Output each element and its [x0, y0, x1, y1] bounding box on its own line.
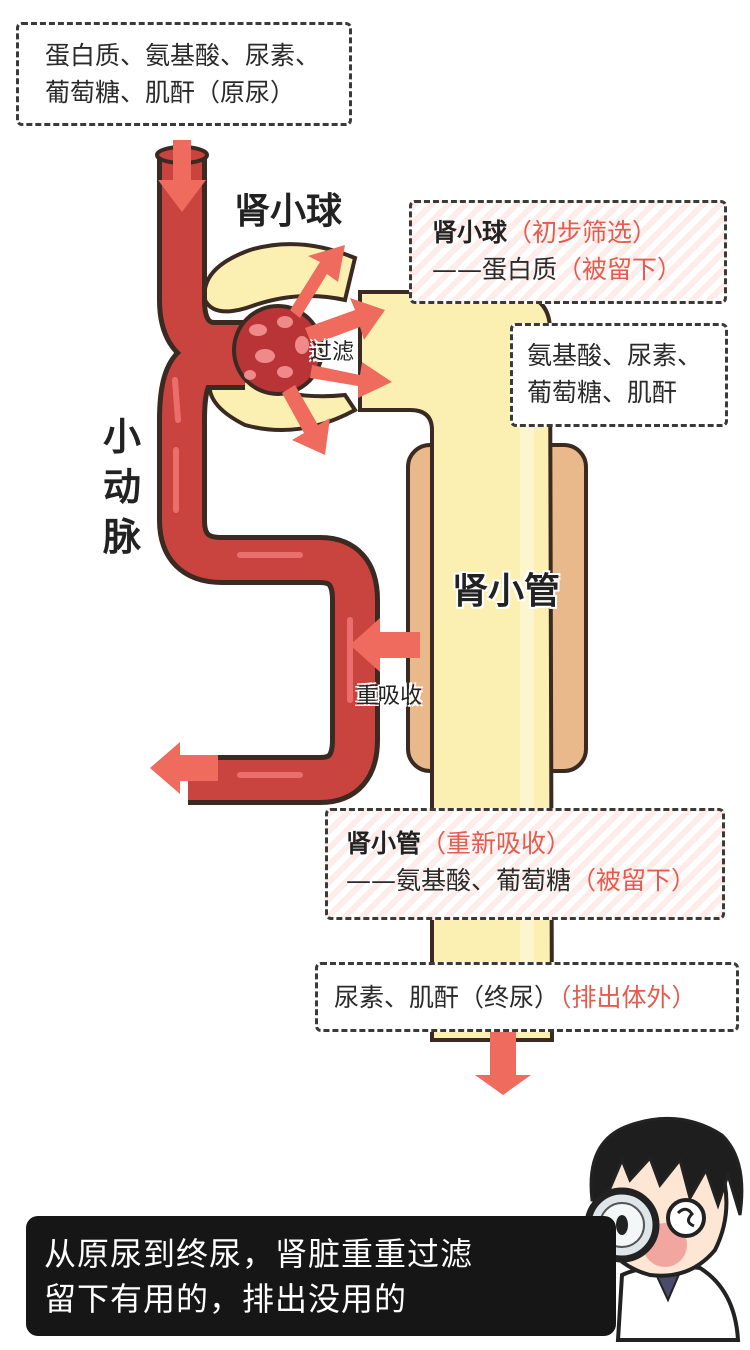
filter-arrow-down-icon: [282, 385, 330, 455]
tubule-info-substances: ——氨基酸、葡萄糖: [346, 866, 572, 895]
tubule-label: 肾小管: [452, 571, 561, 612]
tubule-info-box: 肾小管（重新吸收） ——氨基酸、葡萄糖（被留下）: [325, 808, 725, 920]
arteriole-label-char-3: 脉: [102, 515, 141, 559]
primary-urine-line2: 葡萄糖、肌酐（原尿）: [45, 78, 296, 107]
final-urine-main: 尿素、肌酐（终尿）: [334, 983, 560, 1012]
tubule-info-title: 肾小管: [346, 829, 422, 858]
glomerulus-info-protein: ——蛋白质: [432, 255, 558, 284]
glomerulus-info-title: 肾小球: [432, 218, 508, 247]
arteriole-label-char-1: 小: [102, 415, 141, 459]
filter-arrow-up-icon: [290, 245, 345, 318]
caption-line2: 留下有用的，排出没用的: [44, 1280, 408, 1318]
filter-arrows: [282, 245, 392, 455]
filter-arrow-down-right-icon: [310, 362, 392, 398]
urine-down-arrow-icon: [475, 1032, 531, 1095]
arteriole-label-char-2: 动: [102, 465, 141, 509]
left-arrow-icon: [150, 742, 218, 794]
glomerulus-label: 肾小球: [234, 191, 343, 232]
filter-label: 过滤: [310, 340, 355, 365]
filtered-substances-box: 氨基酸、尿素、 葡萄糖、肌酐: [510, 323, 728, 427]
caption-line1: 从原尿到终尿，肾脏重重过滤: [44, 1235, 474, 1273]
caption-box: 从原尿到终尿，肾脏重重过滤 留下有用的，排出没用的: [26, 1216, 616, 1336]
arteriole-label: 小 动 脉: [100, 412, 144, 562]
final-urine-note: （排出体外）: [559, 983, 697, 1012]
doctor-magnifier-icon: [584, 1116, 744, 1342]
glomerulus-info-note: （初步筛选）: [507, 218, 658, 247]
tubule-info-kept: （被留下）: [571, 866, 697, 895]
filtered-line2: 葡萄糖、肌酐: [527, 378, 678, 407]
arteriole: [155, 145, 380, 805]
down-arrow-icon: [158, 140, 206, 212]
reabsorb-arrow-icon: [350, 618, 420, 672]
reabsorb-label: 重吸收: [356, 684, 423, 709]
final-urine-box: 尿素、肌酐（终尿）（排出体外）: [315, 962, 739, 1032]
primary-urine-line1: 蛋白质、氨基酸、尿素、: [45, 41, 321, 70]
filtered-line1: 氨基酸、尿素、: [527, 341, 703, 370]
glomerulus-info-kept: （被留下）: [557, 255, 683, 284]
filter-arrow-right-icon: [305, 298, 385, 345]
tubule-info-note: （重新吸收）: [421, 829, 572, 858]
glomerulus-info-box: 肾小球（初步筛选） ——蛋白质（被留下）: [409, 200, 727, 304]
primary-urine-box: 蛋白质、氨基酸、尿素、 葡萄糖、肌酐（原尿）: [16, 22, 352, 126]
